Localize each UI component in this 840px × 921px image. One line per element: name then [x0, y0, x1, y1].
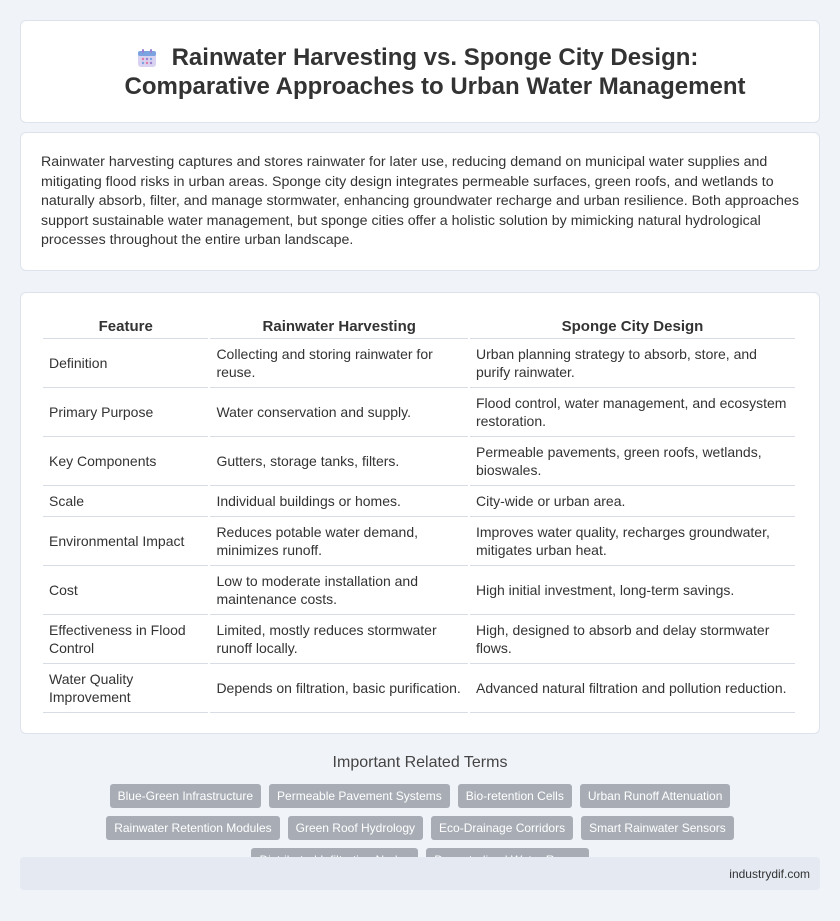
feature-cell: Cost	[43, 566, 209, 615]
header-feature: Feature	[43, 313, 209, 339]
title-wrap: Rainwater Harvesting vs. Sponge City Des…	[70, 43, 770, 101]
sponge-city-cell: Improves water quality, recharges ground…	[469, 517, 795, 566]
table-row: Environmental Impact Reduces potable wat…	[43, 517, 795, 566]
feature-cell: Key Components	[43, 437, 209, 486]
rainwater-cell: Individual buildings or homes.	[210, 486, 468, 517]
footer: industrydif.com	[20, 857, 820, 890]
feature-cell: Water Quality Improvement	[43, 664, 209, 713]
feature-cell: Environmental Impact	[43, 517, 209, 566]
sponge-city-cell: City-wide or urban area.	[469, 486, 795, 517]
header-rainwater-harvesting: Rainwater Harvesting	[210, 313, 468, 339]
table-header-row: Feature Rainwater Harvesting Sponge City…	[43, 313, 795, 339]
rainwater-cell: Limited, mostly reduces stormwater runof…	[210, 615, 468, 664]
sponge-city-cell: Urban planning strategy to absorb, store…	[469, 339, 795, 388]
sponge-city-cell: Permeable pavements, green roofs, wetlan…	[469, 437, 795, 486]
calendar-icon	[138, 48, 156, 67]
table-row: Scale Individual buildings or homes. Cit…	[43, 486, 795, 517]
rainwater-cell: Low to moderate installation and mainten…	[210, 566, 468, 615]
comparison-table: Feature Rainwater Harvesting Sponge City…	[41, 313, 797, 713]
footer-site-link[interactable]: industrydif.com	[729, 867, 810, 881]
table-row: Definition Collecting and storing rainwa…	[43, 339, 795, 388]
feature-cell: Scale	[43, 486, 209, 517]
page-title: Rainwater Harvesting vs. Sponge City Des…	[124, 43, 746, 100]
table-row: Primary Purpose Water conservation and s…	[43, 388, 795, 437]
feature-cell: Primary Purpose	[43, 388, 209, 437]
title-card: Rainwater Harvesting vs. Sponge City Des…	[20, 20, 820, 123]
sponge-city-cell: Advanced natural filtration and pollutio…	[469, 664, 795, 713]
rainwater-cell: Collecting and storing rainwater for reu…	[210, 339, 468, 388]
feature-cell: Definition	[43, 339, 209, 388]
related-terms-section: Important Related Terms Blue-Green Infra…	[0, 754, 840, 872]
tag-bio-retention-cells[interactable]: Bio-retention Cells	[457, 784, 572, 808]
rainwater-cell: Gutters, storage tanks, filters.	[210, 437, 468, 486]
comparison-table-card: Feature Rainwater Harvesting Sponge City…	[20, 292, 820, 734]
rainwater-cell: Reduces potable water demand, minimizes …	[210, 517, 468, 566]
tag-eco-drainage-corridors[interactable]: Eco-Drainage Corridors	[431, 816, 574, 840]
tag-urban-runoff-attenuation[interactable]: Urban Runoff Attenuation	[579, 784, 731, 808]
tag-green-roof-hydrology[interactable]: Green Roof Hydrology	[287, 816, 424, 840]
related-terms-heading: Important Related Terms	[332, 754, 508, 771]
sponge-city-cell: High, designed to absorb and delay storm…	[469, 615, 795, 664]
table-row: Key Components Gutters, storage tanks, f…	[43, 437, 795, 486]
tag-permeable-pavement-systems[interactable]: Permeable Pavement Systems	[269, 784, 450, 808]
feature-cell: Effectiveness in Flood Control	[43, 615, 209, 664]
table-row: Effectiveness in Flood Control Limited, …	[43, 615, 795, 664]
rainwater-cell: Depends on filtration, basic purificatio…	[210, 664, 468, 713]
rainwater-cell: Water conservation and supply.	[210, 388, 468, 437]
header-sponge-city: Sponge City Design	[469, 313, 795, 339]
sponge-city-cell: Flood control, water management, and eco…	[469, 388, 795, 437]
intro-card: Rainwater harvesting captures and stores…	[20, 132, 820, 271]
tag-rainwater-retention-modules[interactable]: Rainwater Retention Modules	[106, 816, 280, 840]
tag-smart-rainwater-sensors[interactable]: Smart Rainwater Sensors	[581, 816, 734, 840]
sponge-city-cell: High initial investment, long-term savin…	[469, 566, 795, 615]
table-row: Water Quality Improvement Depends on fil…	[43, 664, 795, 713]
tag-blue-green-infrastructure[interactable]: Blue-Green Infrastructure	[109, 784, 262, 808]
table-row: Cost Low to moderate installation and ma…	[43, 566, 795, 615]
intro-text: Rainwater harvesting captures and stores…	[41, 154, 799, 248]
